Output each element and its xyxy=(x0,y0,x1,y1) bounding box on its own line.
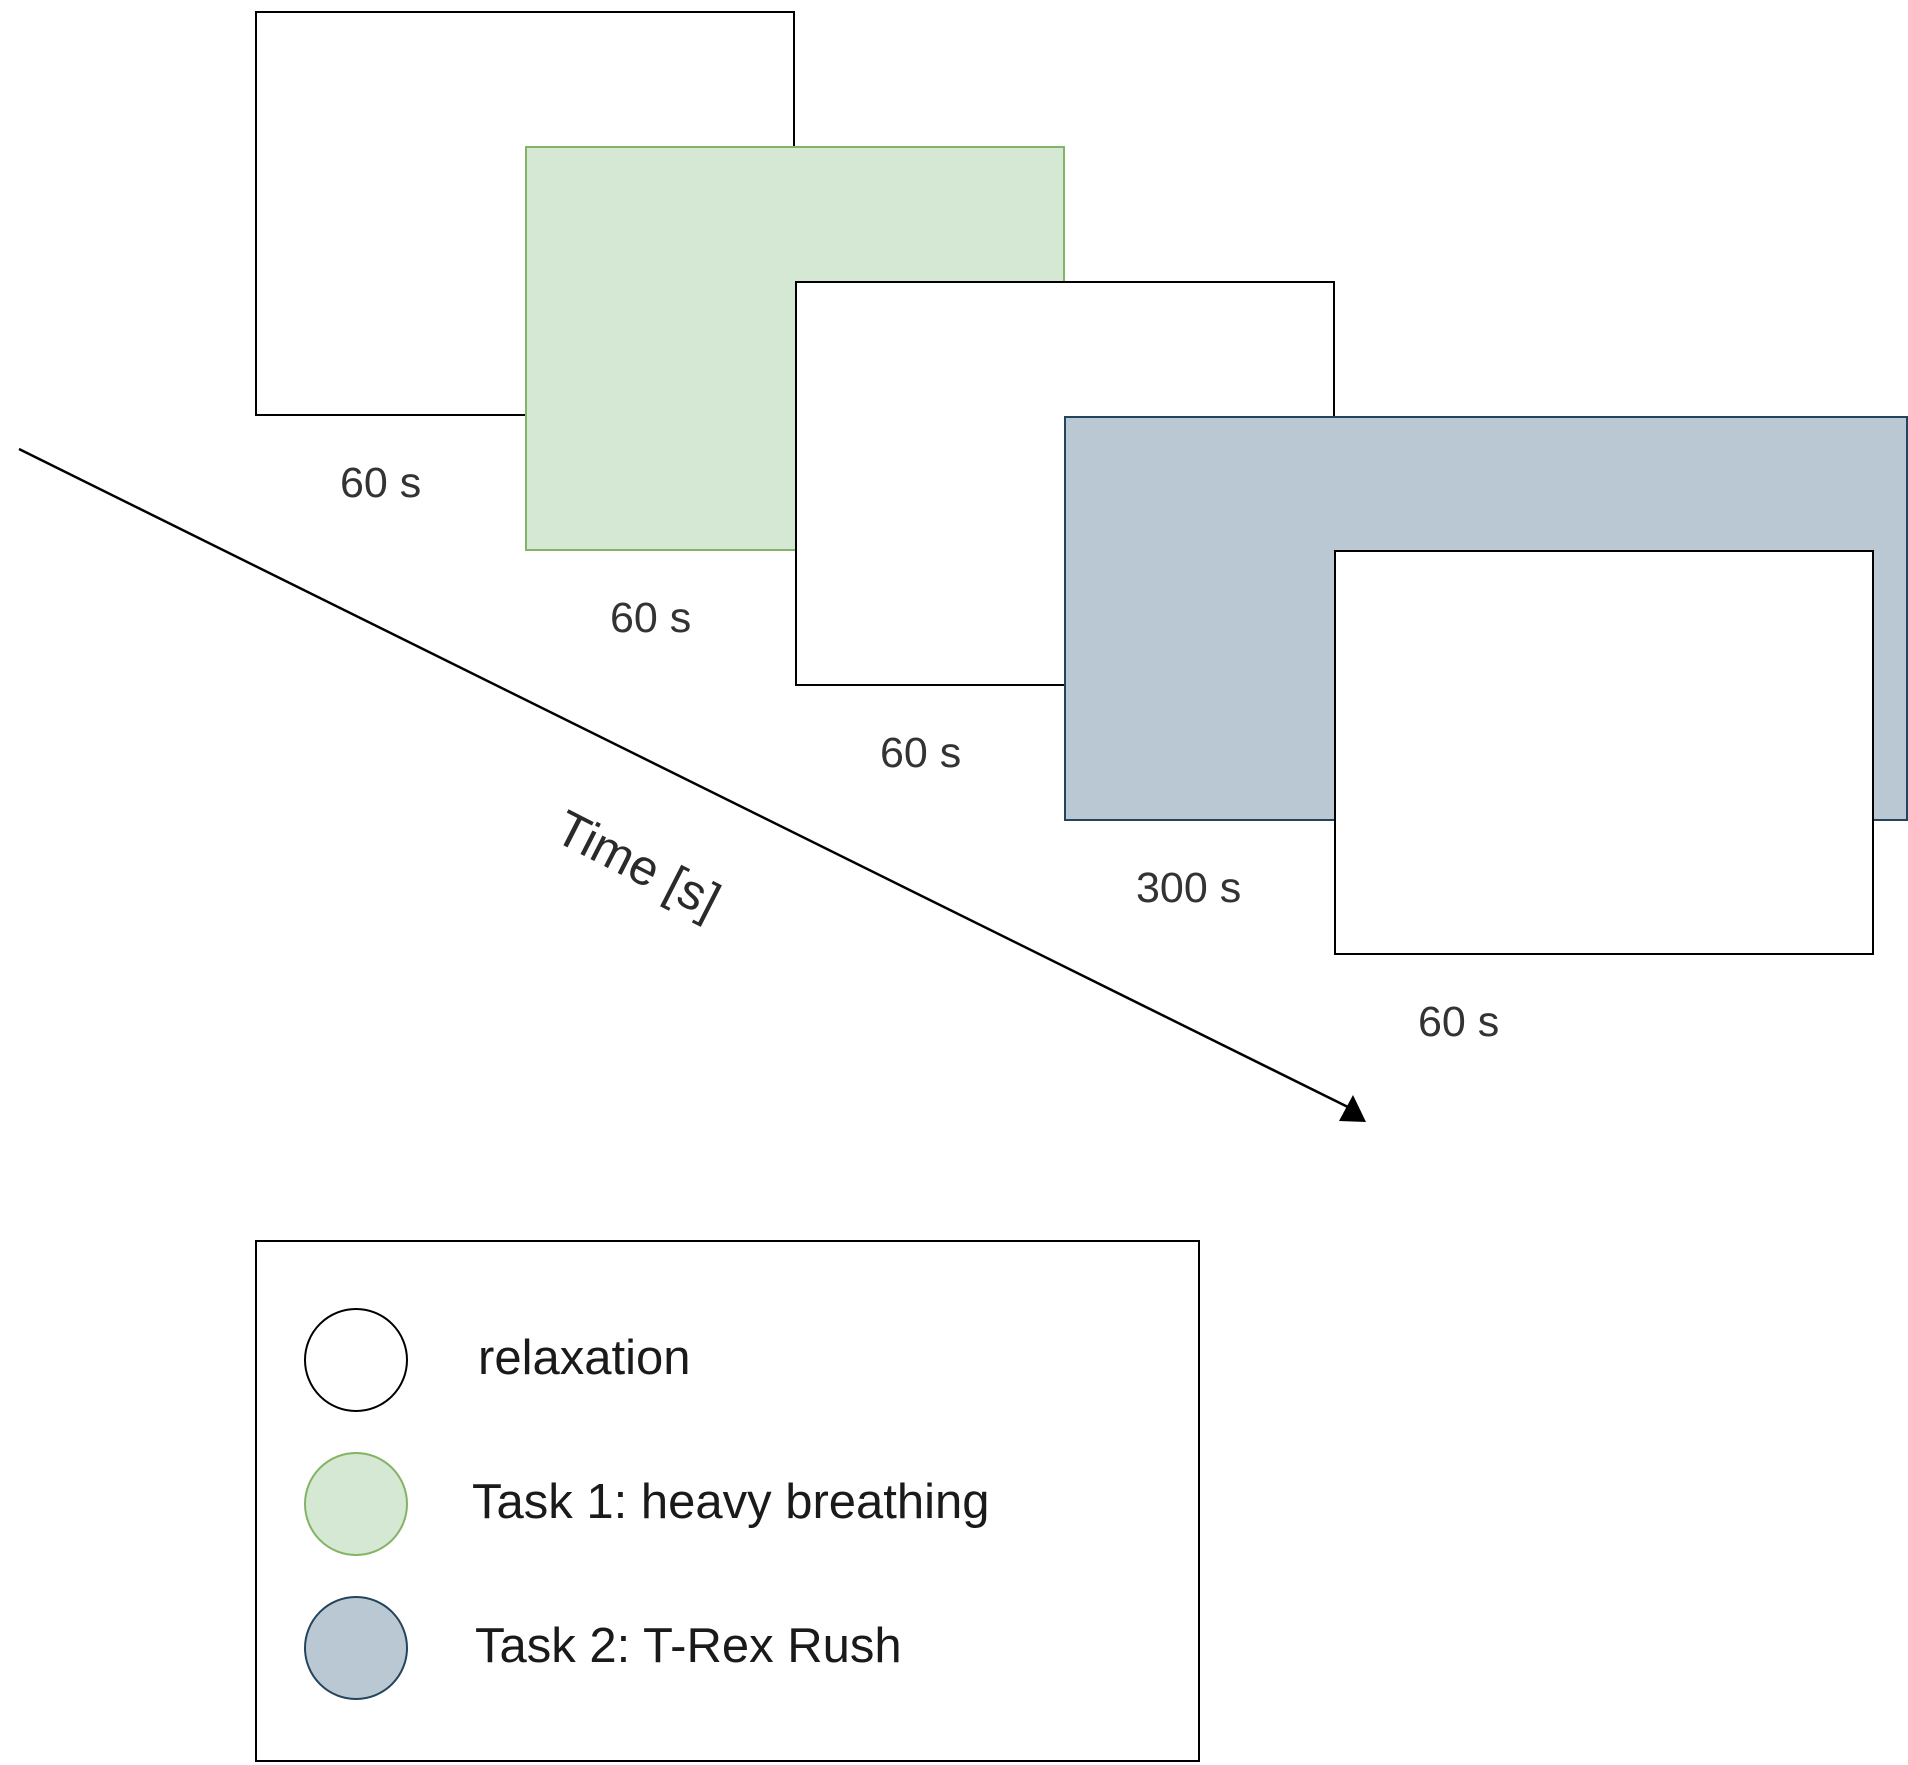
legend-relaxation-label: relaxation xyxy=(478,1331,691,1385)
legend-task2-swatch xyxy=(304,1596,408,1700)
block-2-duration: 60 s xyxy=(610,594,692,642)
time-axis-arrowhead xyxy=(1339,1095,1366,1122)
block-1-duration: 60 s xyxy=(340,459,422,507)
legend: relaxation Task 1: heavy breathing Task … xyxy=(255,1240,1200,1762)
block-3-duration: 60 s xyxy=(880,729,962,777)
legend-relaxation-swatch xyxy=(304,1308,408,1412)
time-axis-label: Time [s] xyxy=(546,799,730,930)
block-5-relaxation xyxy=(1334,550,1874,955)
legend-task2-label: Task 2: T-Rex Rush xyxy=(475,1619,902,1673)
legend-task1-label: Task 1: heavy breathing xyxy=(472,1475,990,1529)
block-5-duration: 60 s xyxy=(1418,998,1500,1046)
block-4-duration: 300 s xyxy=(1136,864,1242,912)
legend-task1-swatch xyxy=(304,1452,408,1556)
